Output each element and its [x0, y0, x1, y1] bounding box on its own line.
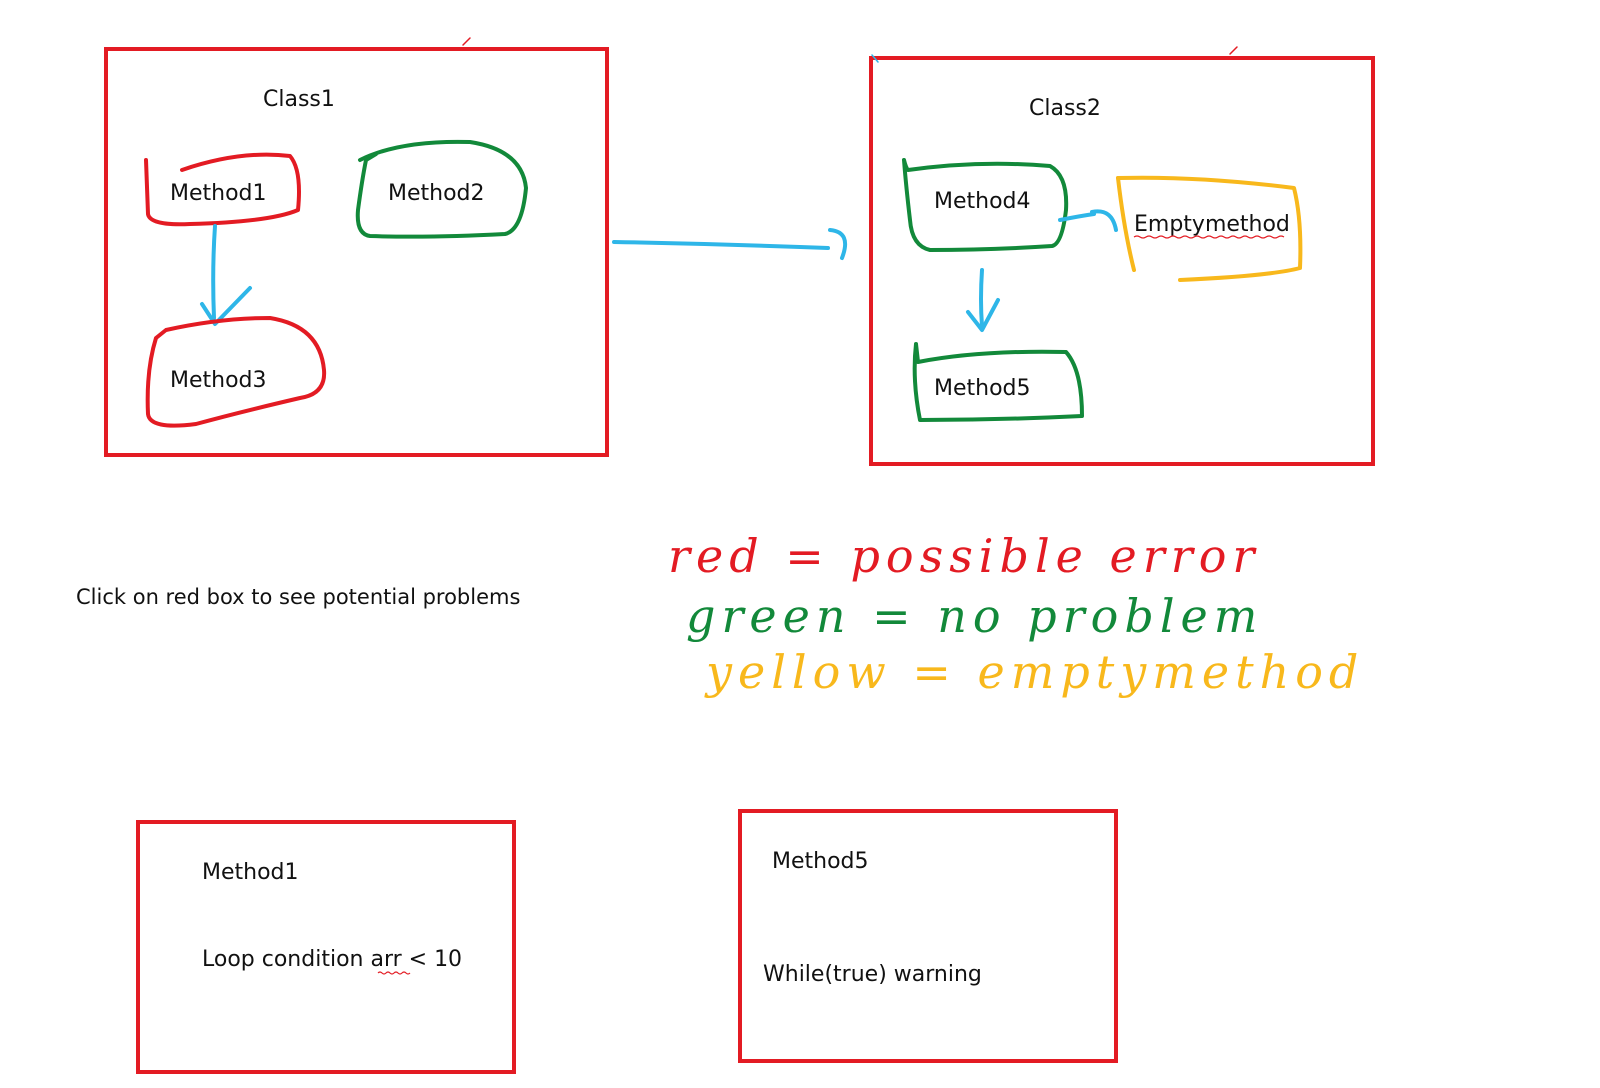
problem-box-method5-border [738, 809, 1118, 1063]
problem-box-method5-message: While(true) warning [763, 962, 982, 987]
emptymethod-label: Emptymethod [1134, 212, 1290, 237]
problem-box-method5[interactable]: Method5 While(true) warning [738, 809, 1118, 1063]
method4-node[interactable]: Method4 [902, 158, 1069, 252]
class1-border [104, 47, 609, 457]
legend-red: red = possible error [668, 529, 1260, 583]
problem-box-method1-message: Loop condition arr < 10 [202, 947, 462, 972]
arrow-shaft [612, 240, 830, 250]
class2-corner-mark [1229, 46, 1238, 55]
arrow-method1-to-method3 [200, 224, 252, 326]
spellcheck-underline [1133, 235, 1285, 239]
method4-label: Method4 [934, 189, 1031, 214]
method4-outline [902, 158, 1069, 252]
legend-yellow: yellow = emptymethod [704, 645, 1364, 699]
emptymethod-outline-top [1116, 175, 1303, 282]
emptymethod-node[interactable]: Emptymethod [1116, 175, 1303, 282]
arrow-head [1090, 209, 1118, 232]
arrow-shaft [1058, 212, 1096, 222]
method3-outline [145, 316, 327, 428]
method5-label: Method5 [934, 376, 1031, 401]
method1-node[interactable]: Method1 [144, 152, 301, 227]
arrow-head [828, 228, 847, 260]
method2-node[interactable]: Method2 [355, 139, 528, 239]
method2-label: Method2 [388, 181, 485, 206]
problem-box-method1-border [136, 820, 516, 1074]
arrow-method4-to-emptymethod [1058, 209, 1118, 232]
arrow-method4-to-method5 [966, 268, 1000, 332]
class2-border [869, 56, 1375, 466]
class1-box[interactable]: Class1 [104, 37, 609, 457]
problem-box-method1[interactable]: Method1 Loop condition arr < 10 [136, 820, 516, 1074]
method2-outline [355, 139, 528, 239]
method1-outline [144, 152, 301, 227]
arrow-shaft [979, 268, 984, 328]
arrow-shaft [211, 224, 217, 320]
problem-box-method1-title: Method1 [202, 860, 299, 885]
class1-corner-mark [462, 37, 471, 46]
spellcheck-underline [377, 971, 411, 975]
arrow-head [966, 298, 1000, 332]
method5-node[interactable]: Method5 [912, 342, 1084, 422]
arrow-class1-to-class2 [612, 228, 847, 260]
arrow-head [200, 286, 252, 326]
instruction-text: Click on red box to see potential proble… [76, 585, 520, 609]
class1-title: Class1 [263, 87, 335, 112]
method3-node[interactable]: Method3 [145, 316, 327, 428]
class2-title: Class2 [1029, 96, 1101, 121]
method3-label: Method3 [170, 368, 267, 393]
class2-box[interactable]: Class2 [869, 46, 1375, 466]
method5-outline [912, 342, 1084, 422]
color-legend: red = possible error green = no problem … [668, 529, 1364, 699]
emptymethod-outline-left [1116, 176, 1136, 272]
method1-label: Method1 [170, 181, 267, 206]
class2-corner-tick [871, 54, 879, 63]
problem-box-method5-title: Method5 [772, 849, 869, 874]
legend-green: green = no problem [686, 589, 1263, 643]
